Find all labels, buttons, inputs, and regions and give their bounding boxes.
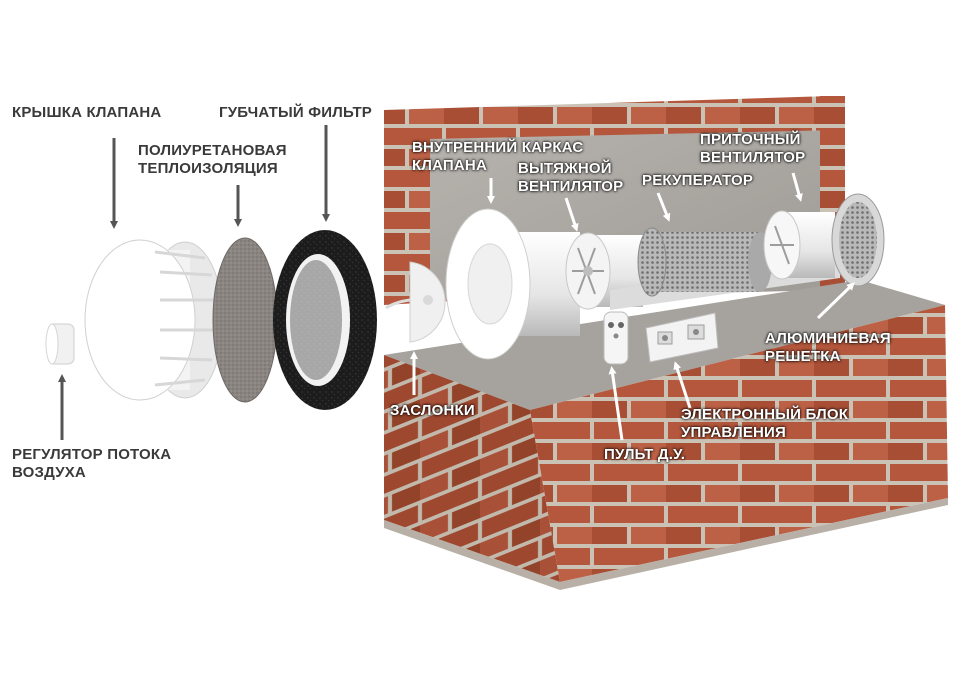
control-unit	[645, 312, 719, 363]
label-valve-cover: КРЫШКА КЛАПАНА	[12, 104, 161, 122]
label-remote: ПУЛЬТ Д.У.	[604, 446, 685, 464]
label-remote-line1: ПУЛЬТ Д.У.	[604, 446, 686, 463]
brick-top-row	[384, 96, 840, 140]
arrow-control-unit	[673, 361, 692, 409]
arrow-remote	[608, 366, 624, 441]
label-exhaust-fan: ВЫТЯЖНОЙ ВЕНТИЛЯТОР	[518, 160, 623, 196]
label-dampers: ЗАСЛОНКИ	[390, 402, 475, 420]
regulator-knob	[45, 323, 75, 365]
aluminum-grille	[831, 193, 885, 287]
supply-fan	[763, 210, 835, 280]
label-supply-fan-line2: ВЕНТИЛЯТОР	[700, 149, 806, 166]
valve-cover	[84, 239, 224, 401]
label-aluminum-grille-line1: АЛЮМИНИЕВАЯ	[765, 330, 891, 347]
label-valve-cover-line1: КРЫШКА КЛАПАНА	[12, 104, 162, 121]
arrow-aluminum-grille	[816, 282, 855, 320]
label-flow-regulator: РЕГУЛЯТОР ПОТОКА ВОЗДУХА	[12, 446, 171, 482]
damper	[385, 261, 446, 343]
label-control-unit-line1: ЭЛЕКТРОННЫЙ БЛОК	[681, 406, 849, 423]
brick-front-left-face	[384, 355, 560, 582]
label-exhaust-fan-line2: ВЕНТИЛЯТОР	[518, 178, 624, 195]
recuperator	[637, 227, 772, 297]
label-flow-regulator-line2: ВОЗДУХА	[12, 464, 86, 481]
label-inner-frame: ВНУТРЕННИЙ КАРКАС КЛАПАНА	[412, 139, 583, 175]
inner-frame-flange	[445, 208, 580, 360]
label-inner-frame-line2: КЛАПАНА	[412, 157, 487, 174]
label-pu-insulation: ПОЛИУРЕТАНОВАЯ ТЕПЛОИЗОЛЯЦИЯ	[138, 142, 287, 178]
remote-control	[603, 311, 629, 365]
arrow-supply-fan	[791, 172, 803, 202]
arrow-recuperator	[656, 192, 671, 222]
label-supply-fan-line1: ПРИТОЧНЫЙ	[700, 131, 801, 148]
label-exhaust-fan-line1: ВЫТЯЖНОЙ	[518, 160, 612, 177]
arrow-exhaust-fan	[564, 197, 579, 232]
sponge-filter-ring	[273, 230, 377, 410]
label-pu-insulation-line1: ПОЛИУРЕТАНОВАЯ	[138, 142, 287, 159]
label-supply-fan: ПРИТОЧНЫЙ ВЕНТИЛЯТОР	[700, 131, 805, 167]
brick-front-right-face	[530, 305, 948, 582]
label-sponge-filter-line1: ГУБЧАТЫЙ ФИЛЬТР	[219, 104, 373, 121]
label-control-unit-line2: УПРАВЛЕНИЯ	[681, 424, 787, 441]
label-recuperator-line1: РЕКУПЕРАТОР	[642, 172, 754, 189]
pointer-arrows-dark	[58, 125, 330, 440]
label-control-unit: ЭЛЕКТРОННЫЙ БЛОК УПРАВЛЕНИЯ	[681, 406, 848, 442]
label-aluminum-grille-line2: РЕШЕТКА	[765, 348, 841, 365]
pointer-arrows-light	[410, 172, 855, 441]
label-recuperator: РЕКУПЕРАТОР	[642, 172, 753, 190]
label-inner-frame-line1: ВНУТРЕННИЙ КАРКАС	[412, 139, 584, 156]
label-sponge-filter: ГУБЧАТЫЙ ФИЛЬТР	[219, 104, 372, 122]
label-pu-insulation-line2: ТЕПЛОИЗОЛЯЦИЯ	[138, 160, 278, 177]
label-aluminum-grille: АЛЮМИНИЕВАЯ РЕШЕТКА	[765, 330, 891, 366]
label-dampers-line1: ЗАСЛОНКИ	[390, 402, 475, 419]
label-flow-regulator-line1: РЕГУЛЯТОР ПОТОКА	[12, 446, 172, 463]
pu-insulation-disc	[212, 237, 278, 403]
